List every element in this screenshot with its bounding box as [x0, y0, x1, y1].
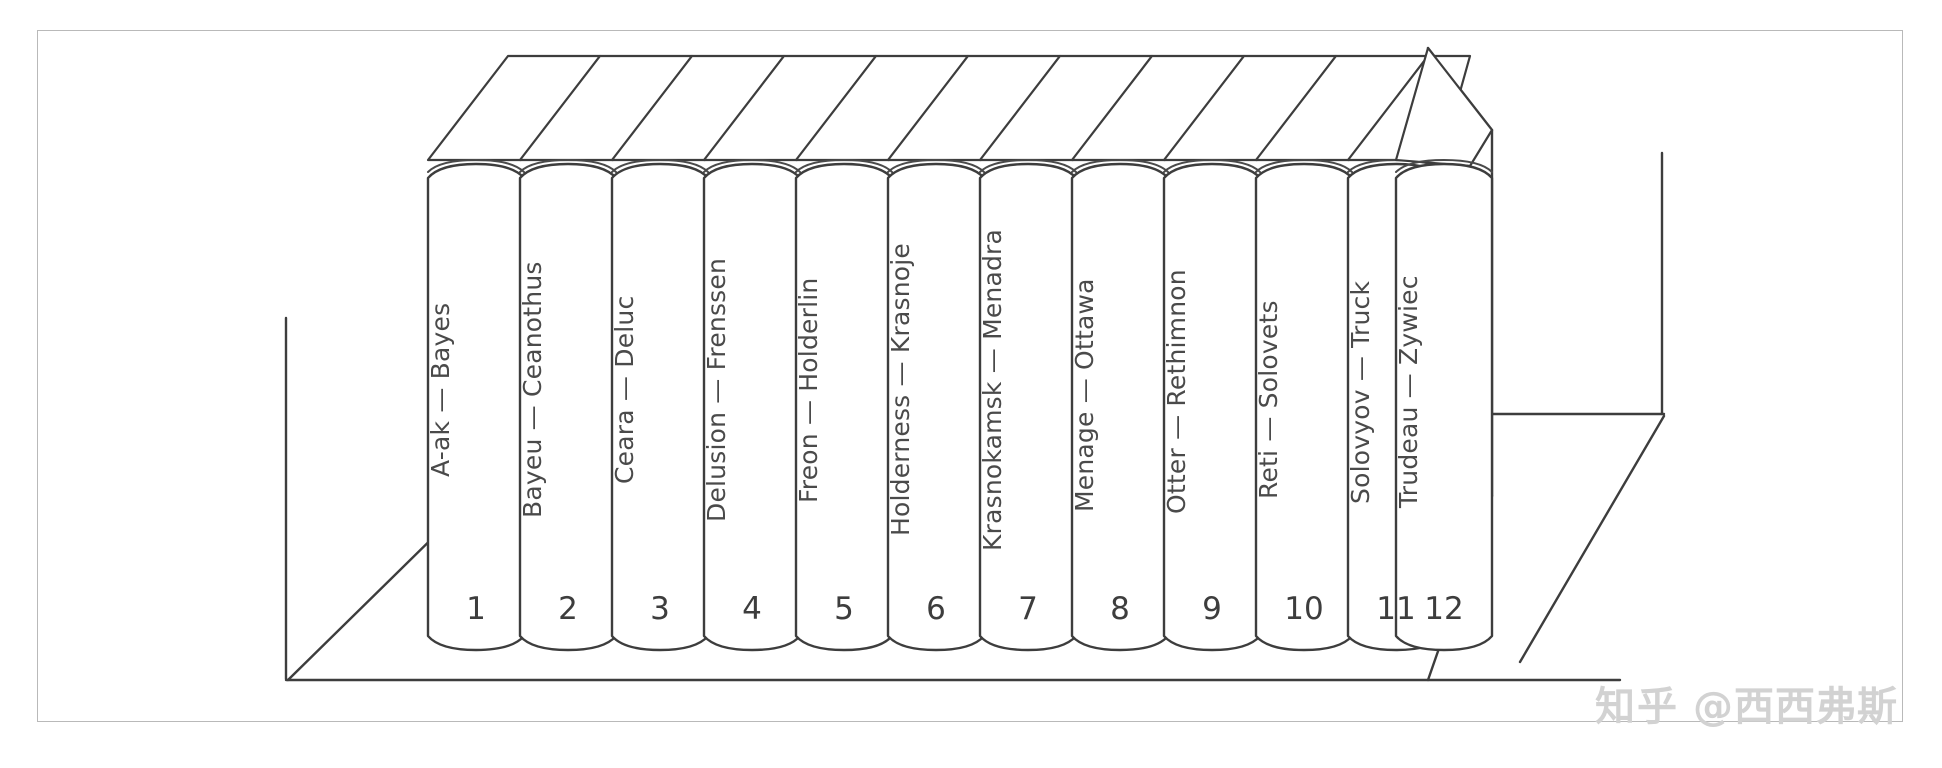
- book-spine-6[interactable]: [888, 164, 984, 650]
- shelf-right-lower-diagonal: [1518, 414, 1666, 664]
- book-spine-5[interactable]: [796, 164, 892, 650]
- book-3: [610, 54, 786, 652]
- book-spine-8[interactable]: [1072, 164, 1168, 650]
- book-spine-12[interactable]: [1396, 164, 1492, 650]
- book-spine-2[interactable]: [520, 164, 616, 650]
- book-spine-9[interactable]: [1164, 164, 1260, 650]
- book-5: [794, 54, 970, 652]
- book-spine-3[interactable]: [612, 164, 708, 650]
- book-spine-1[interactable]: [428, 164, 524, 650]
- book-spine-10[interactable]: [1256, 164, 1352, 650]
- book-spine-4[interactable]: [704, 164, 800, 650]
- figure-frame: [37, 30, 1903, 722]
- book-8: [1070, 54, 1246, 652]
- book-stack: [426, 46, 1494, 652]
- book-1: [426, 54, 602, 652]
- book-spine-7[interactable]: [980, 164, 1076, 650]
- book-12: [1394, 46, 1494, 652]
